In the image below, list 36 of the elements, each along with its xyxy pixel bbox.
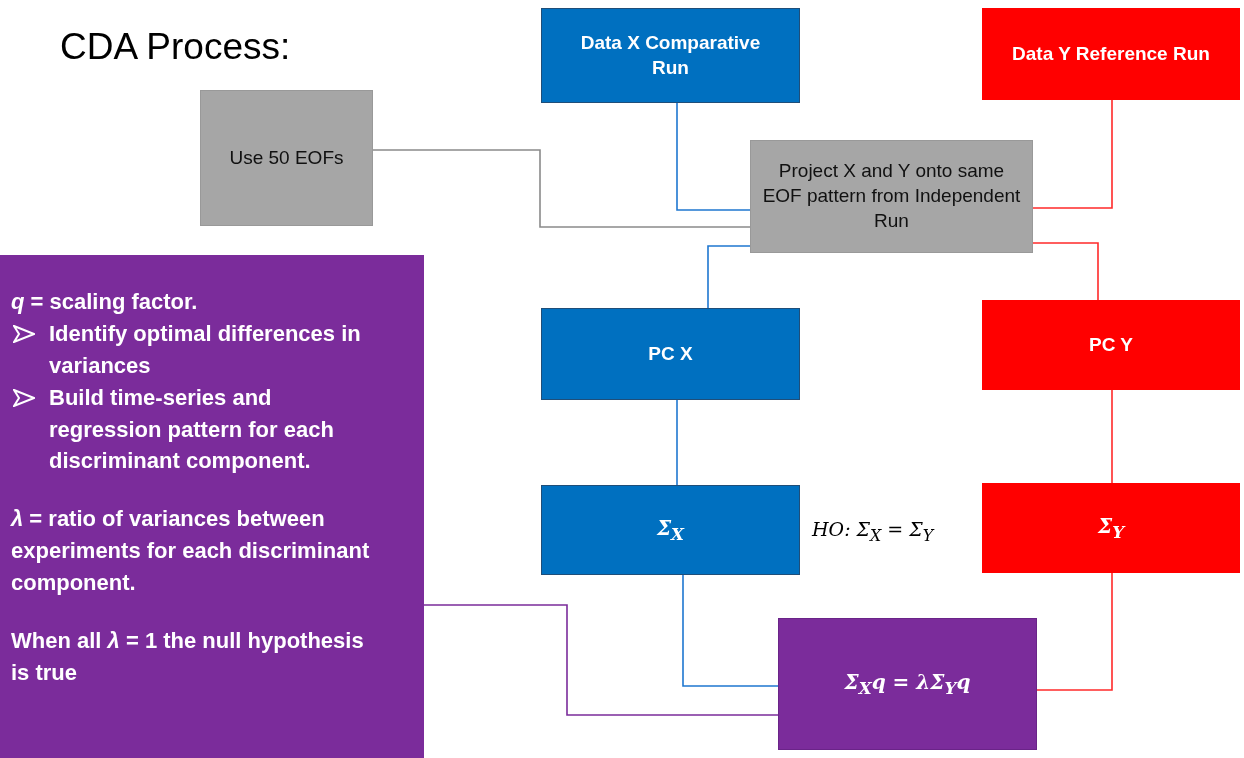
process-box xyxy=(982,300,1240,390)
process-box xyxy=(750,140,1033,253)
connector-line xyxy=(1032,242,1099,301)
formula-text: Σ$_{X}$ xyxy=(655,514,686,546)
process-box xyxy=(541,485,800,575)
connector-line xyxy=(676,399,678,486)
process-box xyxy=(541,8,800,103)
process-box xyxy=(541,308,800,400)
box-text: Data X Comparative Run xyxy=(579,30,762,80)
process-box xyxy=(200,90,373,226)
box-text: Data Y Reference Run xyxy=(1011,41,1211,66)
formula-text: Σ$_{Y}$ xyxy=(1097,512,1127,544)
connector-line xyxy=(423,604,779,716)
bullet-text: Identify optimal differences in variances xyxy=(49,319,362,380)
formula-text: Σ$_{X}$q = λΣ$_{Y}$q xyxy=(843,668,972,700)
connector-line xyxy=(676,102,751,211)
box-text: PC X xyxy=(647,341,694,366)
bullet-text: Build time-series and regression pattern for each discriminant component. xyxy=(49,383,335,476)
notes-panel xyxy=(0,255,424,758)
connector-line xyxy=(707,245,751,309)
box-text: Project X and Y onto same EOF pattern from Independent Run xyxy=(761,159,1022,233)
note-text: λ = ratio of variances between experiments for each discriminant component. xyxy=(11,505,371,598)
box-text: Use 50 EOFs xyxy=(228,145,345,170)
note-text: q = scaling factor. xyxy=(11,288,199,316)
equation-box xyxy=(778,618,1037,750)
title: CDA Process: xyxy=(60,26,291,68)
hypothesis-formula: HO: Σ$_{X}$ = Σ$_{Y}$ xyxy=(812,518,934,545)
process-box xyxy=(982,8,1240,100)
note-text: When all λ = 1 the null hypothesis is true xyxy=(11,627,365,687)
box-text: PC Y xyxy=(1088,332,1134,357)
connector-line xyxy=(1111,389,1113,484)
connector-line xyxy=(372,149,751,228)
connector-line xyxy=(1036,572,1113,691)
process-box xyxy=(982,483,1240,573)
connector-line xyxy=(1032,99,1113,209)
connector-line xyxy=(682,574,779,687)
